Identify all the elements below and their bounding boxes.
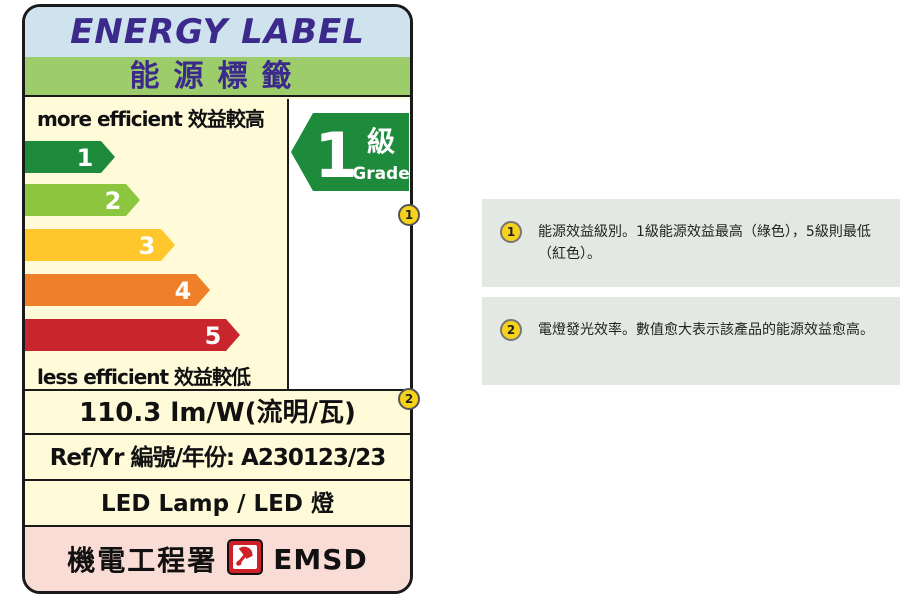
- product-type: LED Lamp / LED 燈: [25, 479, 410, 525]
- note-1-number: 1: [500, 221, 522, 243]
- note-2: 2 電燈發光效率。數值愈大表示該產品的能源效益愈高。: [482, 297, 900, 385]
- rating-bar-5-shape: [25, 319, 240, 351]
- label-title-en: ENERGY LABEL: [25, 7, 410, 57]
- rating-bar-1-shape: [25, 141, 115, 173]
- emsd-logo-icon: [227, 539, 264, 579]
- grade-indicator: 1 級 Grade: [287, 99, 410, 389]
- rating-bar-2: 2: [25, 184, 140, 216]
- callout-marker-2[interactable]: 2: [398, 388, 420, 410]
- grade-arrow-shape: [291, 113, 409, 191]
- label-title-zh: 能源標籤: [25, 57, 410, 97]
- note-2-text: 電燈發光效率。數值愈大表示該產品的能源效益愈高。: [538, 322, 874, 338]
- grade-zh: 級: [367, 125, 395, 158]
- rating-bar-2-number: 2: [105, 187, 122, 215]
- rating-bar-3-number: 3: [139, 232, 156, 260]
- rating-bar-1: 1: [25, 141, 115, 173]
- rating-bar-4-shape: [25, 274, 210, 306]
- rating-bar-5-number: 5: [205, 322, 222, 350]
- grade-en: Grade: [352, 164, 409, 184]
- note-1-text: 能源效益級別。1級能源效益最高（綠色），5級則最低（紅色）。: [538, 224, 871, 262]
- note-2-number: 2: [500, 319, 522, 341]
- rating-scale: more efficient 效益較高 1 2 3 4: [25, 99, 410, 389]
- issuer-row: 機電工程署 EMSD: [25, 525, 410, 591]
- reference-number: Ref/Yr 編號/年份: A230123/23: [25, 433, 410, 479]
- rating-bar-1-number: 1: [77, 144, 94, 172]
- rating-bar-5: 5: [25, 319, 240, 351]
- grade-arrow: 1 級 Grade: [291, 113, 409, 191]
- issuer-name-zh: 機電工程署: [67, 544, 218, 577]
- rating-bar-2-shape: [25, 184, 140, 216]
- grade-number: 1: [314, 119, 357, 191]
- note-1: 1 能源效益級別。1級能源效益最高（綠色），5級則最低（紅色）。: [482, 199, 900, 287]
- issuer-name-en: EMSD: [273, 542, 368, 576]
- energy-label: ENERGY LABEL 能源標籤 more efficient 效益較高 1 …: [22, 4, 413, 594]
- less-efficient-label: less efficient 效益較低: [37, 365, 251, 389]
- luminous-efficacy: 110.3 lm/W(流明/瓦): [25, 389, 410, 433]
- rating-bar-4: 4: [25, 274, 210, 306]
- callout-marker-1[interactable]: 1: [398, 204, 420, 226]
- rating-bar-3: 3: [25, 229, 175, 261]
- rating-bar-3-shape: [25, 229, 175, 261]
- rating-bar-4-number: 4: [175, 277, 192, 305]
- more-efficient-label: more efficient 效益較高: [37, 107, 265, 131]
